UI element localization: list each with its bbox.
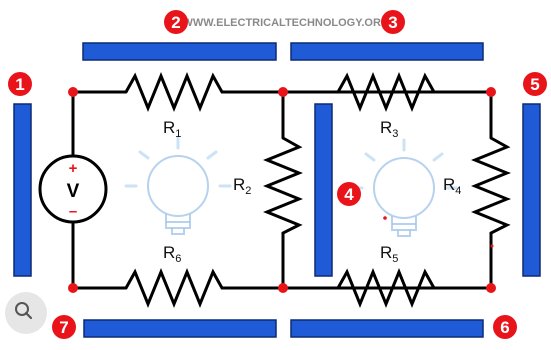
source-plus: + <box>69 160 78 177</box>
svg-text:2: 2 <box>171 13 180 32</box>
label-r4: R4 <box>443 175 461 197</box>
voltage-source: + V – <box>38 154 108 224</box>
badge-1: 1 <box>8 72 32 96</box>
resistor-r4 <box>471 136 511 238</box>
badge-7: 7 <box>52 315 76 339</box>
junction-nodes <box>68 87 496 293</box>
blue-bar-1 <box>13 103 32 277</box>
badge-3: 3 <box>381 10 405 34</box>
blue-bar-7 <box>83 319 277 338</box>
resistor-r5 <box>336 268 442 308</box>
label-r6: R6 <box>163 243 181 265</box>
label-r5: R5 <box>380 243 398 265</box>
resistor-r6 <box>124 268 230 308</box>
source-letter: V <box>67 181 80 202</box>
lens-search-icon[interactable] <box>5 292 47 334</box>
svg-text:1: 1 <box>15 75 24 94</box>
blue-bar-2 <box>82 42 277 61</box>
label-r1: R1 <box>163 118 181 140</box>
svg-text:7: 7 <box>59 318 68 337</box>
badge-5: 5 <box>523 72 547 96</box>
blue-bar-4 <box>314 103 333 277</box>
lightbulb-icon-left <box>124 136 232 235</box>
badge-2: 2 <box>164 10 188 34</box>
resistor-r2 <box>263 136 303 238</box>
badge-6: 6 <box>493 315 517 339</box>
svg-text:4: 4 <box>344 185 354 204</box>
site-watermark: WWW.ELECTRICALTECHNOLOGY.ORG <box>183 17 390 29</box>
blue-bar-3 <box>290 42 484 61</box>
svg-text:5: 5 <box>530 75 539 94</box>
resistor-r3 <box>336 72 442 112</box>
lightbulb-icon-right <box>350 138 458 237</box>
blue-bar-6 <box>290 319 484 338</box>
source-minus: – <box>69 203 77 220</box>
blue-bar-5 <box>522 103 541 277</box>
svg-text:3: 3 <box>388 13 397 32</box>
label-r3: R3 <box>380 118 398 140</box>
label-r2: R2 <box>233 175 251 197</box>
circuit-wires <box>71 90 493 290</box>
resistor-r1 <box>124 72 230 112</box>
svg-text:6: 6 <box>500 318 509 337</box>
badge-4: 4 <box>337 182 361 206</box>
